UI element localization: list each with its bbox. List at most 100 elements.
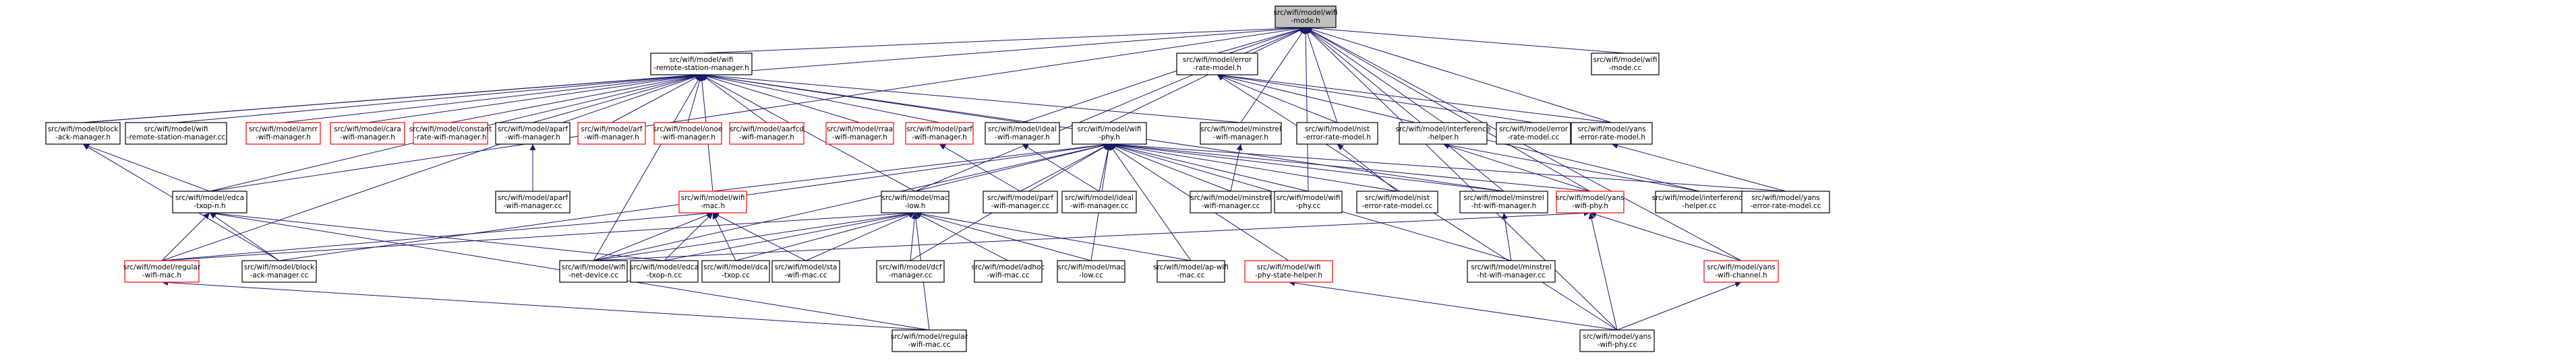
node-sta-cc[interactable]: src/wifi/model/sta-wifi-mac.cc xyxy=(771,260,840,283)
node-nist-cc[interactable]: src/wifi/model/nist-error-rate-model.cc xyxy=(1356,191,1438,213)
node-minstrel-cc[interactable]: src/wifi/model/minstrel-wifi-manager.cc xyxy=(1190,191,1272,213)
node-box[interactable] xyxy=(985,122,1060,145)
node-dca-cc[interactable]: src/wifi/model/dca-txop.cc xyxy=(701,260,770,283)
node-box[interactable] xyxy=(701,260,770,283)
node-aparf-cc[interactable]: src/wifi/model/aparf-wifi-manager.cc xyxy=(495,191,570,213)
node-amrr-h[interactable]: src/wifi/model/amrr-wifi-manager.h xyxy=(245,122,321,145)
node-box[interactable] xyxy=(1176,53,1258,75)
node-ideal-h[interactable]: src/wifi/model/ideal-wifi-manager.h xyxy=(985,122,1060,145)
node-box[interactable] xyxy=(905,122,974,145)
node-adhoc-cc[interactable]: src/wifi/model/adhoc-wifi-mac.cc xyxy=(972,260,1045,283)
node-box[interactable] xyxy=(630,260,699,283)
node-yans-err-cc[interactable]: src/wifi/model/yans-error-rate-model.cc xyxy=(1741,191,1830,213)
node-rsm-cc[interactable]: src/wifi/model/wifi-remote-station-manag… xyxy=(125,122,227,145)
node-phy-cc[interactable]: src/wifi/model/wifi-phy.cc xyxy=(1274,191,1343,213)
node-box[interactable] xyxy=(1200,122,1282,145)
node-block-ack-cc[interactable]: src/wifi/model/block-ack-manager.cc xyxy=(241,260,317,283)
node-box[interactable] xyxy=(1275,5,1337,28)
node-box[interactable] xyxy=(1741,191,1830,213)
node-box[interactable] xyxy=(1459,191,1548,213)
node-box[interactable] xyxy=(495,191,570,213)
node-block-ack-mgr-h[interactable]: src/wifi/model/block-ack-manager.h xyxy=(45,122,121,145)
node-yans-chan-h[interactable]: src/wifi/model/yans-wifi-channel.h xyxy=(1703,260,1779,283)
node-box[interactable] xyxy=(1579,329,1655,352)
node-box[interactable] xyxy=(1556,191,1624,213)
node-maclow-h[interactable]: src/wifi/model/mac-low.h xyxy=(881,191,949,213)
node-phy-h[interactable]: src/wifi/model/wifi-phy.h xyxy=(1072,122,1147,145)
node-box[interactable] xyxy=(1061,191,1137,213)
node-mode-h[interactable]: src/wifi/model/wifi-mode.h xyxy=(1274,5,1338,28)
node-maclow-cc[interactable]: src/wifi/model/mac-low.cc xyxy=(1057,260,1125,283)
node-parf-cc[interactable]: src/wifi/model/parf-wifi-manager.cc xyxy=(983,191,1058,213)
node-box[interactable] xyxy=(1157,260,1225,283)
node-minstrel-ht-cc[interactable]: src/wifi/model/minstrel-ht-wifi-manager.… xyxy=(1467,260,1556,283)
node-box[interactable] xyxy=(1356,191,1438,213)
node-box[interactable] xyxy=(1591,53,1660,75)
node-err-h[interactable]: src/wifi/model/error-rate-model.h xyxy=(1176,53,1258,75)
node-box[interactable] xyxy=(771,260,840,283)
node-box[interactable] xyxy=(577,122,646,145)
node-nist-h[interactable]: src/wifi/model/nist-error-rate-model.h xyxy=(1296,122,1378,145)
node-interf-cc[interactable]: src/wifi/model/interference-helper.cc xyxy=(1652,191,1747,213)
node-aarfcd-h[interactable]: src/wifi/model/aarfcd-wifi-manager.h xyxy=(729,122,804,145)
node-box[interactable] xyxy=(1244,260,1333,283)
node-box[interactable] xyxy=(124,260,200,283)
node-regular-h[interactable]: src/wifi/model/regular-wifi-mac.h xyxy=(123,260,201,283)
node-edca-h[interactable]: src/wifi/model/edca-txop-n.h xyxy=(172,191,247,213)
node-box[interactable] xyxy=(495,122,570,145)
node-box[interactable] xyxy=(330,122,405,145)
node-box[interactable] xyxy=(1467,260,1556,283)
node-box[interactable] xyxy=(1571,122,1653,145)
node-box[interactable] xyxy=(413,122,488,145)
node-phy-state-h[interactable]: src/wifi/model/wifi-phy-state-helper.h xyxy=(1244,260,1333,283)
node-netdev-cc[interactable]: src/wifi/model/wifi-net-device.cc xyxy=(559,260,628,283)
node-box[interactable] xyxy=(1274,191,1343,213)
node-box[interactable] xyxy=(974,260,1043,283)
node-box[interactable] xyxy=(559,260,628,283)
node-rsm-h[interactable]: src/wifi/model/wifi-remote-station-manag… xyxy=(650,53,753,75)
node-box[interactable] xyxy=(172,191,247,213)
node-arf-h[interactable]: src/wifi/model/arf-wifi-manager.h xyxy=(577,122,646,145)
node-box[interactable] xyxy=(245,122,321,145)
node-err-cc[interactable]: src/wifi/model/error-rate-model.cc xyxy=(1496,122,1571,145)
node-box[interactable] xyxy=(1655,191,1744,213)
node-box[interactable] xyxy=(1496,122,1571,145)
node-yans-err-h[interactable]: src/wifi/model/yans-error-rate-model.h xyxy=(1571,122,1653,145)
node-parf-h[interactable]: src/wifi/model/parf-wifi-manager.h xyxy=(905,122,974,145)
node-ideal-cc[interactable]: src/wifi/model/ideal-wifi-manager.cc xyxy=(1061,191,1137,213)
node-box[interactable] xyxy=(650,53,753,75)
node-mac-h[interactable]: src/wifi/model/wifi-mac.h xyxy=(678,191,747,213)
node-cara-h[interactable]: src/wifi/model/cara-wifi-manager.h xyxy=(330,122,405,145)
node-box[interactable] xyxy=(891,329,967,352)
node-yans-phy-h[interactable]: src/wifi/model/yans-wifi-phy.h xyxy=(1556,191,1624,213)
node-interf-h[interactable]: src/wifi/model/interference-helper.h xyxy=(1396,122,1491,145)
node-box[interactable] xyxy=(1703,260,1779,283)
node-box[interactable] xyxy=(45,122,121,145)
node-box[interactable] xyxy=(881,191,949,213)
node-dcf-cc[interactable]: src/wifi/model/dcf-manager.cc xyxy=(876,260,945,283)
node-box[interactable] xyxy=(876,260,945,283)
node-box[interactable] xyxy=(1296,122,1378,145)
node-box[interactable] xyxy=(241,260,317,283)
node-rraa-h[interactable]: src/wifi/model/rraa-wifi-manager.h xyxy=(825,122,894,145)
node-edca-cc[interactable]: src/wifi/model/edca-txop-n.cc xyxy=(630,260,699,283)
node-box[interactable] xyxy=(1057,260,1125,283)
node-box[interactable] xyxy=(825,122,894,145)
node-box[interactable] xyxy=(653,122,722,145)
node-box[interactable] xyxy=(678,191,747,213)
node-box[interactable] xyxy=(1399,122,1488,145)
node-minstrel-ht-h[interactable]: src/wifi/model/minstrel-ht-wifi-manager.… xyxy=(1459,191,1548,213)
node-box[interactable] xyxy=(1190,191,1272,213)
node-ap-cc[interactable]: src/wifi/model/ap-wifi-mac.cc xyxy=(1153,260,1229,283)
node-regular-cc[interactable]: src/wifi/model/regular-wifi-mac.cc xyxy=(891,329,968,352)
node-box[interactable] xyxy=(1072,122,1147,145)
node-minstrel-h[interactable]: src/wifi/model/minstrel-wifi-manager.h xyxy=(1200,122,1282,145)
node-box[interactable] xyxy=(729,122,804,145)
node-yans-phy-cc[interactable]: src/wifi/model/yans-wifi-phy.cc xyxy=(1579,329,1655,352)
node-const-h[interactable]: src/wifi/model/constant-rate-wifi-manage… xyxy=(409,122,492,145)
node-box[interactable] xyxy=(125,122,227,145)
node-mode-cc[interactable]: src/wifi/model/wifi-mode.cc xyxy=(1591,53,1660,75)
node-box[interactable] xyxy=(983,191,1058,213)
node-aparf-h[interactable]: src/wifi/model/aparf-wifi-manager.h xyxy=(495,122,570,145)
node-onoe-h[interactable]: src/wifi/model/onoe-wifi-manager.h xyxy=(653,122,723,145)
